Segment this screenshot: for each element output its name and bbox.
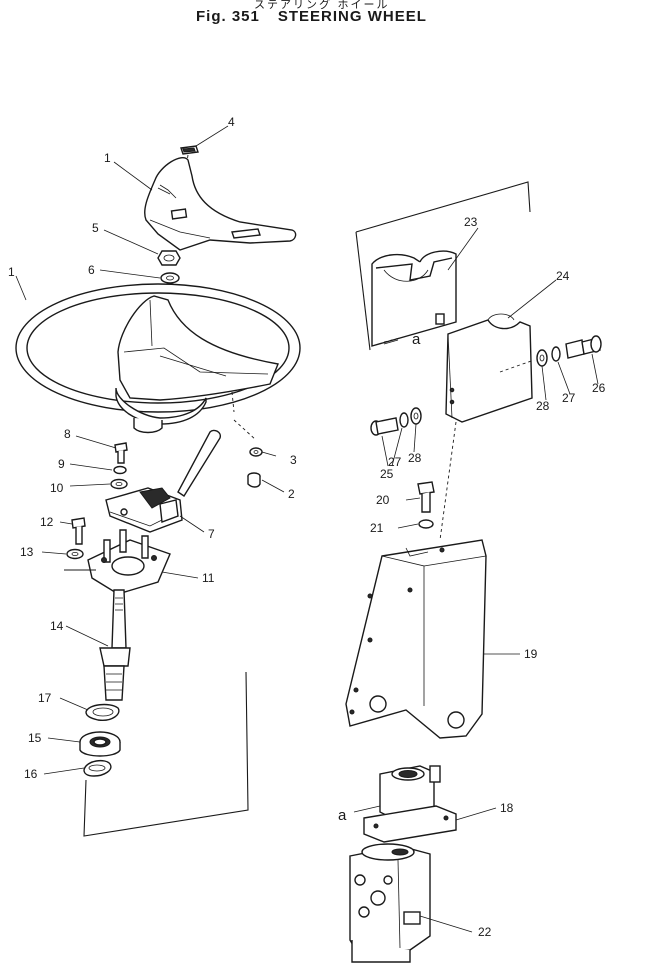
callout-21: 21 bbox=[370, 521, 384, 535]
callout-23: 23 bbox=[464, 215, 478, 229]
callout-3: 3 bbox=[290, 453, 297, 467]
part-24-cover bbox=[439, 313, 535, 541]
figure-header: ステアリング ホイール Fig. 351 STEERING WHEEL bbox=[0, 0, 671, 34]
callout-25: 25 bbox=[380, 467, 394, 481]
part-9-spring-washer bbox=[113, 465, 127, 475]
callout-8: 8 bbox=[64, 427, 71, 441]
figure-title: Fig. 351 STEERING WHEEL bbox=[196, 8, 445, 25]
part-1-horn-cover bbox=[144, 157, 297, 251]
callout-6: 6 bbox=[88, 263, 95, 277]
callout-19: 19 bbox=[524, 647, 538, 661]
callout-1-wheel: 1 bbox=[8, 265, 15, 279]
part-26-bolt bbox=[565, 335, 602, 359]
callout-17: 17 bbox=[38, 691, 52, 705]
callout-24: 24 bbox=[556, 269, 570, 283]
figure-name: STEERING WHEEL bbox=[277, 8, 427, 25]
part-17-snap-ring bbox=[85, 703, 120, 722]
callout-2: 2 bbox=[288, 487, 295, 501]
part-2-bolt bbox=[247, 472, 261, 488]
part-3-washer bbox=[249, 447, 263, 457]
callout-15: 15 bbox=[28, 731, 42, 745]
part-28-washer-left bbox=[410, 407, 422, 425]
callout-18: 18 bbox=[500, 801, 514, 815]
callout-5: 5 bbox=[92, 221, 99, 235]
callout-20: 20 bbox=[376, 493, 390, 507]
callout-12: 12 bbox=[40, 515, 54, 529]
part-18-adapter bbox=[363, 765, 457, 843]
japanese-title: ステアリング ホイール bbox=[254, 0, 390, 11]
reference-a-top: a bbox=[412, 331, 421, 348]
callout-28-right: 28 bbox=[536, 399, 550, 413]
callout-16: 16 bbox=[24, 767, 38, 781]
part-21-washer bbox=[418, 519, 434, 529]
part-25-bolt bbox=[370, 417, 399, 436]
callout-22: 22 bbox=[478, 925, 492, 939]
part-5-nut bbox=[157, 250, 181, 266]
part-22-steering-valve bbox=[349, 843, 431, 963]
part-19-column-bracket bbox=[345, 539, 487, 739]
callout-14: 14 bbox=[50, 619, 64, 633]
callout-9: 9 bbox=[58, 457, 65, 471]
callout-labels: 4 1 5 6 1 3 2 8 9 10 7 12 13 11 14 17 15… bbox=[8, 115, 606, 939]
callout-1-cover: 1 bbox=[104, 151, 111, 165]
part-10-washer bbox=[110, 478, 128, 490]
part-28-washer-right bbox=[536, 349, 548, 367]
part-23-cover bbox=[371, 250, 457, 347]
part-7-combination-switch bbox=[105, 429, 222, 533]
callout-13: 13 bbox=[20, 545, 34, 559]
left-assembly-outline bbox=[83, 671, 249, 837]
part-14-shaft bbox=[99, 589, 131, 701]
part-13-washer bbox=[66, 548, 84, 560]
part-16-snap-ring bbox=[83, 759, 112, 777]
callout-11: 11 bbox=[202, 571, 215, 585]
reference-a-bottom: a bbox=[338, 807, 347, 824]
callout-10: 10 bbox=[50, 481, 64, 495]
figure-number: Fig. 351 bbox=[196, 8, 260, 25]
callout-4: 4 bbox=[228, 115, 235, 129]
part-8-bolt bbox=[114, 442, 128, 464]
leader-lines bbox=[15, 125, 599, 933]
part-27-washer-left bbox=[399, 412, 409, 428]
part-1-steering-wheel bbox=[15, 283, 301, 441]
callout-27-right: 27 bbox=[562, 391, 576, 405]
callout-26: 26 bbox=[592, 381, 606, 395]
part-12-bolt bbox=[71, 517, 86, 545]
part-11-bracket bbox=[87, 529, 171, 595]
right-assembly-plane-left bbox=[355, 231, 371, 351]
part-6-washer bbox=[160, 272, 180, 284]
part-27-washer-right bbox=[551, 346, 561, 362]
callout-28-left: 28 bbox=[408, 451, 422, 465]
part-20-bolt bbox=[417, 481, 435, 513]
right-assembly-plane bbox=[355, 181, 531, 233]
callout-27-left: 27 bbox=[388, 455, 402, 469]
part-15-bearing bbox=[79, 731, 121, 757]
callout-7: 7 bbox=[208, 527, 215, 541]
